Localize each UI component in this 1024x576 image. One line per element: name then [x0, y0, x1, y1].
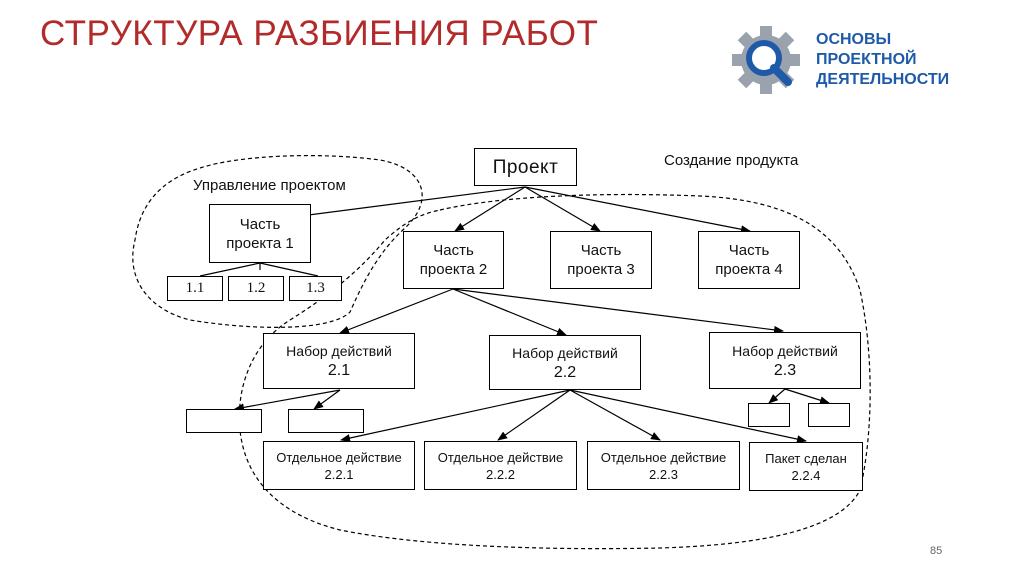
- subpart-1-3-label: 1.3: [306, 280, 325, 296]
- action-2-2-3-line2: 2.2.3: [649, 466, 678, 482]
- subpart-1-1-node: 1.1: [167, 276, 223, 301]
- gear-magnifier-icon: [732, 26, 800, 94]
- empty-subnode-2-3-a: [748, 403, 790, 427]
- action-2-2-2-line2: 2.2.2: [486, 466, 515, 482]
- management-group-label: Управление проектом: [193, 177, 346, 194]
- root-node-label: Проект: [492, 156, 559, 178]
- action-set-2-1-line1: Набор действий: [286, 343, 392, 359]
- action-2-2-1-line1: Отдельное действие: [276, 449, 402, 465]
- part-3-line1: Часть: [580, 242, 622, 259]
- logo-text: ОСНОВЫ ПРОЕКТНОЙ ДЕЯТЕЛЬНОСТИ: [816, 30, 949, 90]
- action-set-2-2-line2: 2.2: [553, 363, 577, 381]
- action-2-2-3-node: Отдельное действие 2.2.3: [587, 441, 740, 490]
- action-2-2-4-node: Пакет сделан 2.2.4: [749, 442, 863, 491]
- action-set-2-3-line2: 2.3: [773, 361, 797, 379]
- slide-title: СТРУКТУРА РАЗБИЕНИЯ РАБОТ: [40, 14, 599, 53]
- action-2-2-1-line2: 2.2.1: [324, 466, 354, 482]
- part-3-line2: проекта 3: [567, 261, 635, 278]
- action-set-2-2-line1: Набор действий: [512, 344, 618, 361]
- action-set-2-1-line2: 2.1: [327, 362, 351, 379]
- empty-subnode-2-1-b: [288, 409, 364, 433]
- part-3-node: Часть проекта 3: [550, 231, 652, 289]
- part-2-line2: проекта 2: [419, 261, 488, 278]
- product-group-label: Создание продукта: [664, 152, 799, 169]
- part-1-line1: Часть: [239, 215, 281, 233]
- logo-line-1: ОСНОВЫ: [816, 31, 892, 48]
- empty-subnode-2-1-a: [186, 409, 262, 433]
- subpart-1-2-node: 1.2: [228, 276, 284, 301]
- logo: ОСНОВЫ ПРОЕКТНОЙ ДЕЯТЕЛЬНОСТИ: [728, 24, 988, 96]
- action-set-2-1-node: Набор действий 2.1: [263, 333, 415, 389]
- action-set-2-3-node: Набор действий 2.3: [709, 332, 861, 389]
- part-2-line1: Часть: [433, 242, 474, 259]
- logo-line-3: ДЕЯТЕЛЬНОСТИ: [816, 71, 950, 88]
- action-set-2-3-line1: Набор действий: [732, 342, 838, 359]
- action-2-2-2-line1: Отдельное действие: [437, 449, 564, 465]
- action-2-2-1-node: Отдельное действие 2.2.1: [263, 441, 415, 490]
- part-1-line2: проекта 1: [226, 234, 294, 252]
- logo-line-2: ПРОЕКТНОЙ: [816, 51, 917, 68]
- part-1-node: Часть проекта 1: [209, 204, 311, 263]
- part-4-node: Часть проекта 4: [698, 231, 800, 289]
- part-4-line2: проекта 4: [715, 261, 783, 278]
- subpart-1-2-label: 1.2: [246, 280, 266, 296]
- part-4-line1: Часть: [728, 242, 770, 259]
- action-2-2-4-line1: Пакет сделан: [765, 450, 847, 466]
- page-number: 85: [930, 545, 943, 557]
- action-set-2-2-node: Набор действий 2.2: [489, 335, 641, 390]
- part-2-node: Часть проекта 2: [403, 231, 504, 289]
- subpart-1-1-label: 1.1: [185, 280, 205, 296]
- action-2-2-2-node: Отдельное действие 2.2.2: [424, 441, 577, 490]
- action-2-2-3-line1: Отдельное действие: [600, 449, 727, 465]
- subpart-1-3-node: 1.3: [289, 276, 342, 301]
- management-group-outline: [132, 154, 423, 328]
- action-2-2-4-line2: 2.2.4: [791, 467, 821, 483]
- root-node: Проект: [474, 148, 577, 186]
- product-group-outline: [238, 193, 871, 550]
- empty-subnode-2-3-b: [808, 403, 850, 427]
